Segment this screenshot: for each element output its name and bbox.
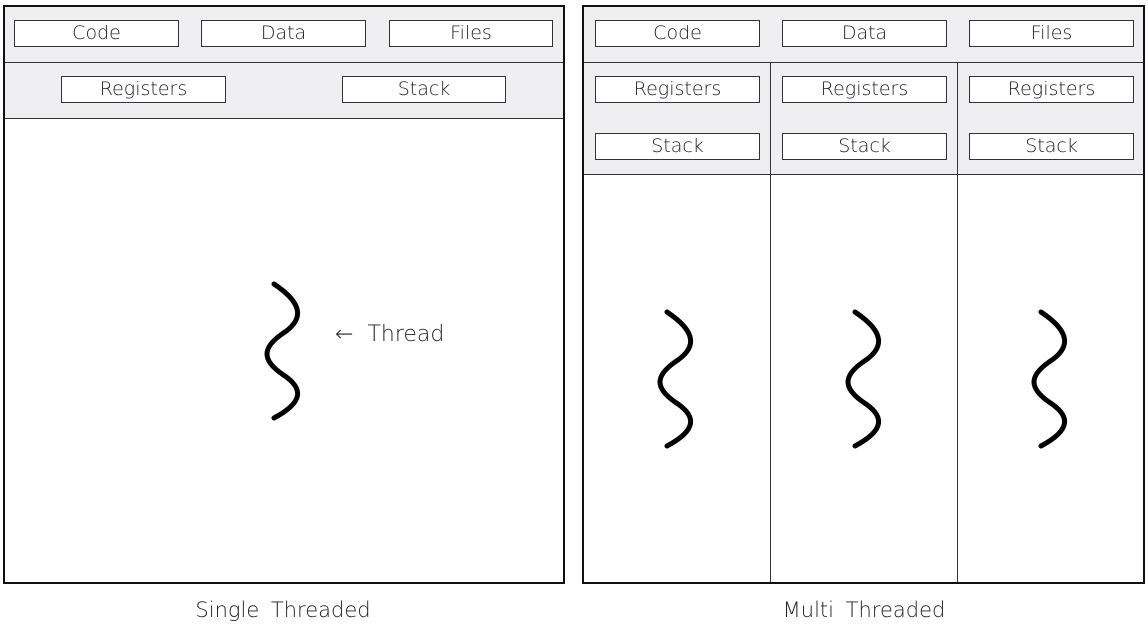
multi-code-box: Code (595, 20, 760, 47)
thread-3-registers-box: Registers (969, 76, 1134, 103)
wavy-thread-icon (657, 309, 694, 449)
multi-threaded-caption: Multi Threaded (782, 598, 946, 622)
multi-data-box: Data (782, 20, 947, 47)
wavy-thread-icon (845, 309, 882, 449)
thread-1-stack-box: Stack (595, 133, 760, 160)
wavy-thread-icon (264, 281, 301, 421)
multi-column-divider-1 (770, 62, 771, 582)
multi-divider-2 (584, 174, 1143, 175)
single-files-box: Files (389, 20, 553, 47)
thread-annotation: ← Thread (335, 322, 444, 347)
single-data-box: Data (201, 20, 366, 47)
single-threaded-caption: Single Threaded (195, 598, 371, 622)
single-stack-box: Stack (342, 76, 506, 103)
multi-files-box: Files (969, 20, 1134, 47)
thread-2-stack-box: Stack (782, 133, 947, 160)
single-divider-1 (5, 62, 563, 63)
thread-3-stack-box: Stack (969, 133, 1134, 160)
single-registers-box: Registers (61, 76, 226, 103)
thread-2-registers-box: Registers (782, 76, 947, 103)
thread-label: Thread (367, 322, 445, 347)
multi-divider-1 (584, 62, 1143, 63)
single-code-box: Code (14, 20, 179, 47)
single-divider-2 (5, 118, 563, 119)
left-arrow-icon: ← (335, 322, 354, 347)
multi-column-divider-2 (957, 62, 958, 582)
wavy-thread-icon (1031, 309, 1068, 449)
thread-1-registers-box: Registers (595, 76, 760, 103)
